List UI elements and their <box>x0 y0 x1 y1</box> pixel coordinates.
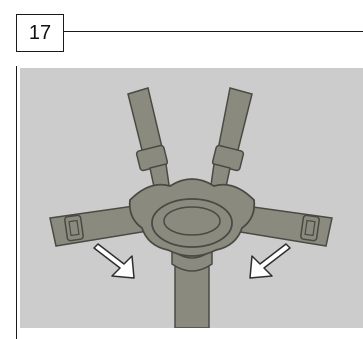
arrow-right-icon <box>250 244 290 278</box>
step-number-box: 17 <box>16 14 64 52</box>
arrow-left-icon <box>94 244 134 278</box>
frame-top-border <box>64 31 363 32</box>
right-shoulder-strap <box>210 88 252 196</box>
harness-diagram <box>20 68 363 328</box>
harness-illustration <box>20 68 363 328</box>
frame-left-border <box>16 66 17 339</box>
step-number: 17 <box>29 22 51 45</box>
buckle-pad <box>130 179 255 256</box>
crotch-strap <box>172 246 212 328</box>
left-shoulder-strap <box>128 88 170 196</box>
